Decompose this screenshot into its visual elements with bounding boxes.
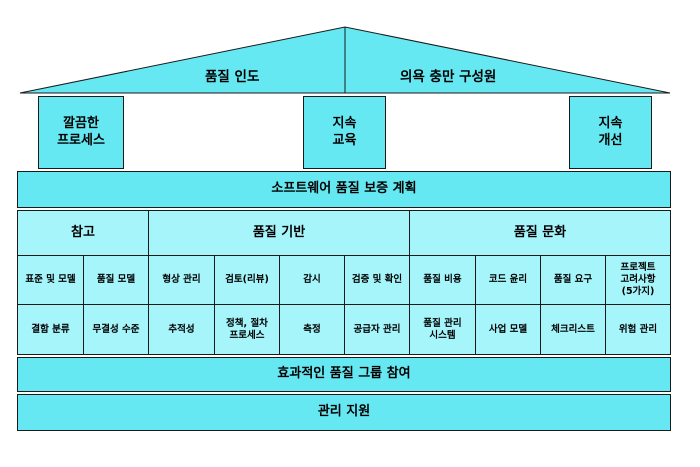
item-defect-classification: 결함 분류 bbox=[17, 304, 84, 355]
item-risk-management: 위험 관리 bbox=[605, 304, 671, 355]
pillar-continuous-improvement: 지속 개선 bbox=[569, 96, 652, 169]
item-checklist: 체크리스트 bbox=[540, 304, 606, 355]
item-review: 검토(리뷰) bbox=[214, 255, 280, 305]
effective-quality-group-bar: 효과적인 품질 그룹 참여 bbox=[17, 357, 671, 392]
item-configuration-management: 형상 관리 bbox=[148, 255, 215, 305]
group-header-reference: 참고 bbox=[17, 210, 149, 256]
item-supplier-management: 공급자 관리 bbox=[344, 304, 410, 355]
roof-left-label: 품질 인도 bbox=[205, 69, 260, 85]
item-traceability: 추적성 bbox=[148, 304, 215, 355]
item-standards-models: 표준 및 모델 bbox=[17, 255, 84, 305]
pillar-continuous-education: 지속 교육 bbox=[303, 96, 386, 169]
group-header-quality-foundation: 품질 기반 bbox=[148, 210, 410, 256]
pillar-clean-process: 깔끔한 프로세스 bbox=[38, 96, 124, 169]
group-header-quality-culture: 품질 문화 bbox=[409, 210, 671, 256]
item-measurement: 측정 bbox=[279, 304, 345, 355]
roof-right-label: 의욕 충만 구성원 bbox=[400, 69, 497, 85]
item-project-considerations: 프로젝트 고려사항 (5가지) bbox=[605, 255, 671, 305]
item-policy-procedure-process: 정책, 절차 프로세스 bbox=[214, 304, 280, 355]
item-quality-model: 품질 모델 bbox=[83, 255, 149, 305]
item-quality-requirements: 품질 요구 bbox=[540, 255, 606, 305]
item-monitoring: 감시 bbox=[279, 255, 345, 305]
item-integrity-level: 무결성 수준 bbox=[83, 304, 149, 355]
roof bbox=[19, 26, 671, 94]
item-business-model: 사업 모델 bbox=[475, 304, 541, 355]
quality-assurance-plan-bar: 소프트웨어 품질 보증 계획 bbox=[17, 171, 671, 208]
management-support-bar: 관리 지원 bbox=[17, 394, 671, 431]
item-code-ethics: 코드 윤리 bbox=[475, 255, 541, 305]
item-quality-cost: 품질 비용 bbox=[409, 255, 476, 305]
item-verification-validation: 검증 및 확인 bbox=[344, 255, 410, 305]
item-quality-management-system: 품질 관리 시스템 bbox=[409, 304, 476, 355]
